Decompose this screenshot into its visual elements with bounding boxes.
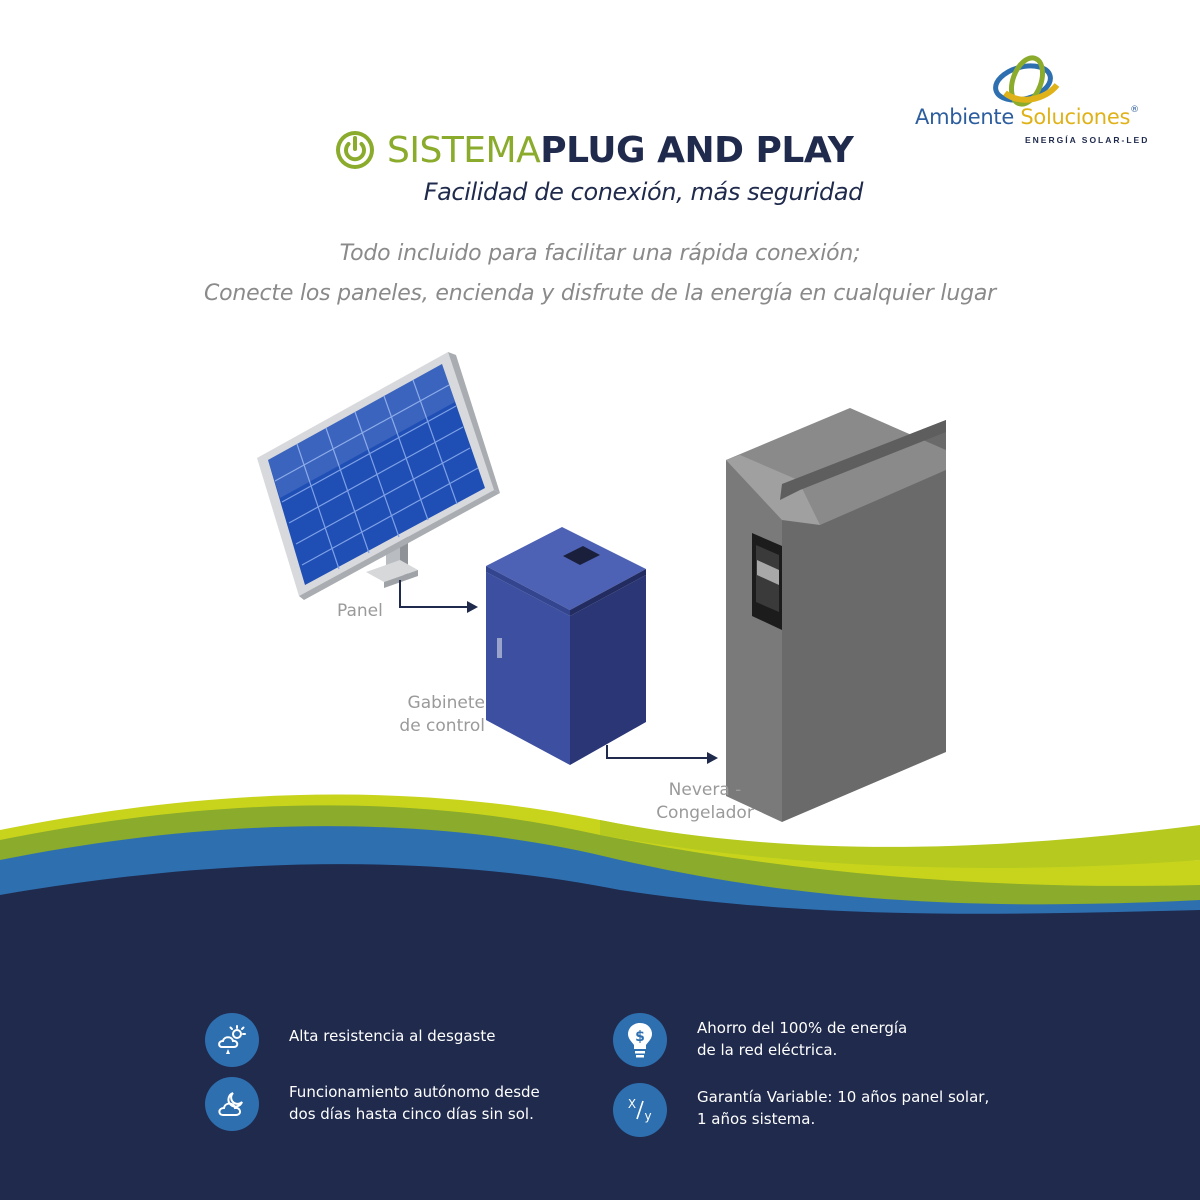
fridge-label: Nevera - Congelador <box>656 780 754 823</box>
weather-sun-cloud-icon <box>205 1013 259 1067</box>
feature-item-savings: $ Ahorro del 100% de energía de la red e… <box>613 1013 907 1067</box>
svg-text:y: y <box>644 1109 651 1123</box>
connection-arrows <box>399 580 718 764</box>
title-bold: PLUG AND PLAY <box>540 129 854 171</box>
logo-swirl-icon <box>993 55 1060 107</box>
fridge-freezer-illustration <box>726 408 946 822</box>
cloud-moon-icon <box>205 1077 259 1131</box>
control-cabinet-illustration <box>486 527 646 765</box>
panel-label: Panel <box>337 601 383 621</box>
feature-item-warranty: X y Garantía Variable: 10 años panel sol… <box>613 1083 989 1137</box>
cabinet-label: Gabinete de control <box>399 693 485 736</box>
bottom-wave-band <box>0 794 1200 1200</box>
title-light: SISTEMA <box>387 129 541 171</box>
power-icon <box>336 131 374 169</box>
description-line-1: Todo incluido para facilitar una rápida … <box>339 241 861 266</box>
description-line-2: Conecte los paneles, encienda y disfrute… <box>204 281 996 306</box>
lightbulb-dollar-icon: $ <box>613 1013 667 1067</box>
solar-panel-illustration <box>257 352 500 600</box>
brand-tagline: ENERGÍA SOLAR-LED <box>1025 135 1150 145</box>
brand-logo: Ambiente Soluciones® ENERGÍA SOLAR-LED <box>915 55 1175 155</box>
brand-name-part1: Ambiente <box>915 105 1021 129</box>
page-subtitle: Facilidad de conexión, más seguridad <box>423 178 864 206</box>
fraction-xy-icon: X y <box>613 1083 667 1137</box>
svg-text:$: $ <box>635 1029 645 1045</box>
feature-item-resistance: Alta resistencia al desgaste <box>205 1013 495 1067</box>
system-diagram <box>257 352 946 822</box>
brand-name-part2: Soluciones <box>1020 105 1131 129</box>
feature-item-autonomy: Funcionamiento autónomo desde dos días h… <box>205 1077 540 1131</box>
svg-text:X: X <box>628 1097 636 1111</box>
registered-mark: ® <box>1130 105 1139 115</box>
